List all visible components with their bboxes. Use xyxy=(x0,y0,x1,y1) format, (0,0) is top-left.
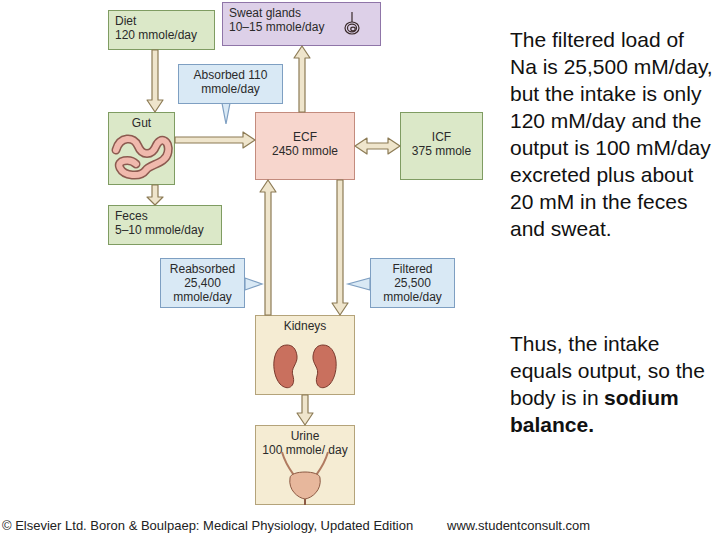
callout-pointer xyxy=(348,278,370,290)
flow-arrow xyxy=(297,395,313,425)
node-value: 5–10 mmole/day xyxy=(115,223,215,237)
node-heading: Gut xyxy=(115,116,168,130)
flow-arrow xyxy=(147,185,163,205)
node-heading: Urine xyxy=(262,429,348,443)
gland-coil xyxy=(348,24,357,32)
node-box: Feces5–10 mmole/day xyxy=(108,205,222,245)
text-run: www.studentconsult.com xyxy=(447,518,590,533)
node-box: ICF375 mmole xyxy=(400,112,483,180)
text-run: © Elsevier Ltd. Boron & Boulpaep: Medica… xyxy=(2,518,413,533)
bladder-illustration xyxy=(282,452,328,505)
callout-pointer xyxy=(245,278,262,290)
node-box: Sweat glands10–15 mmole/day xyxy=(222,2,381,46)
node-box: ECF2450 mmole xyxy=(255,112,355,180)
intestine-tube xyxy=(116,139,168,175)
intestine-outline xyxy=(116,139,168,175)
explanation-text: Thus, the intake equals output, so the b… xyxy=(510,330,715,438)
node-heading: ICF xyxy=(405,130,478,144)
flow-label-box: Reabsorbed 25,400 mmole/day xyxy=(160,258,245,308)
node-box: Kidneys xyxy=(255,315,355,395)
callout-pointer xyxy=(222,103,230,124)
bladder xyxy=(290,472,321,499)
text-run: The filtered load of Na is 25,500 mM/day… xyxy=(510,28,713,240)
urethra xyxy=(304,499,306,505)
node-box: Diet120 mmole/day xyxy=(108,10,215,50)
node-box: Gut xyxy=(108,112,175,185)
node-heading: Feces xyxy=(115,209,215,223)
gland-coil xyxy=(345,22,359,34)
ureter xyxy=(282,452,296,478)
flow-arrow xyxy=(260,180,276,315)
flow-arrow xyxy=(175,132,255,148)
credit-line: © Elsevier Ltd. Boron & Boulpaep: Medica… xyxy=(2,518,413,534)
flow-arrow xyxy=(355,138,400,154)
explanation-text: The filtered load of Na is 25,500 mM/day… xyxy=(510,26,715,242)
credit-line: www.studentconsult.com xyxy=(447,518,590,534)
flow-label-box: Filtered 25,500 mmole/day xyxy=(370,258,455,308)
intestine-illustration xyxy=(116,139,168,175)
node-heading: ECF xyxy=(260,130,350,144)
node-heading: Diet xyxy=(115,14,208,28)
node-value: 2450 mmole xyxy=(260,144,350,158)
sweat-gland-icon xyxy=(345,12,359,34)
node-value: 100 mmole/ day xyxy=(262,443,348,457)
node-value: 10–15 mmole/day xyxy=(229,20,374,34)
kidney-left xyxy=(274,345,297,388)
node-box: Urine100 mmole/ day xyxy=(255,425,355,505)
kidney-right xyxy=(313,345,336,388)
flow-label-box: Absorbed 110 mmole/day xyxy=(178,64,283,104)
node-value: 375 mmole xyxy=(405,144,478,158)
node-heading: Sweat glands xyxy=(229,6,374,20)
ureter xyxy=(314,452,328,478)
node-heading: Kidneys xyxy=(262,319,348,333)
node-value: 120 mmole/day xyxy=(115,28,208,42)
gland-coil xyxy=(351,27,355,31)
kidneys-illustration xyxy=(274,345,336,388)
gland-duct xyxy=(351,12,352,22)
flow-arrow xyxy=(294,46,310,112)
flow-arrow xyxy=(332,180,348,315)
flow-arrow xyxy=(147,50,163,112)
